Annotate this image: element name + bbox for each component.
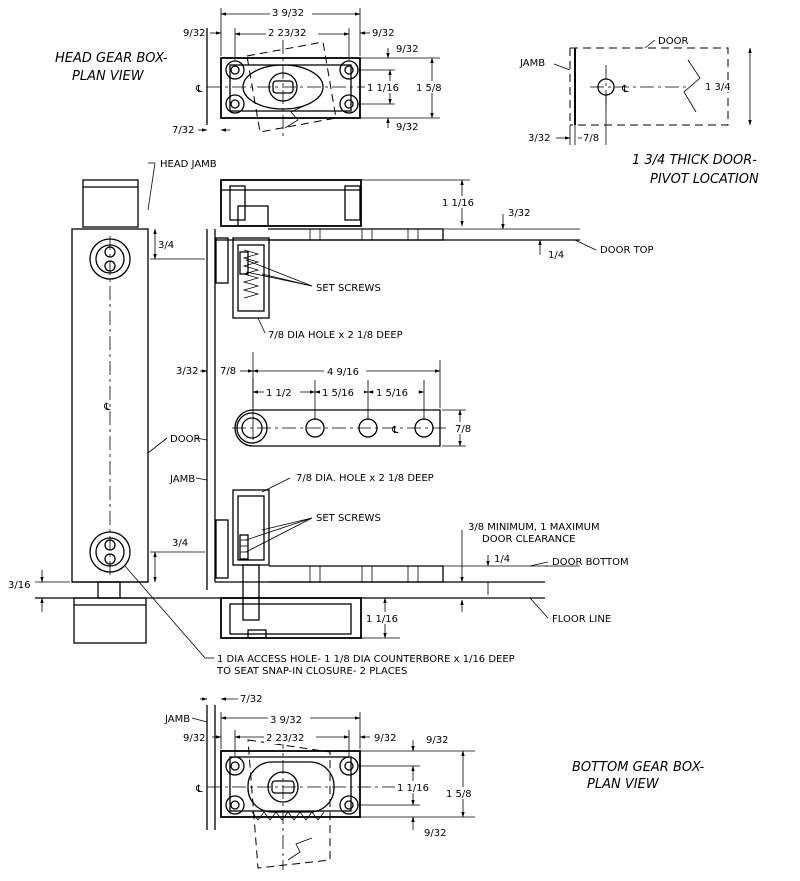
- head-plan-inner-dim: 2 23/32: [268, 28, 306, 39]
- head-plan-overall-dim: 3 9/32: [272, 8, 304, 19]
- dim-1-4-top: 1/4: [548, 250, 564, 261]
- bottom-plan-bottom-offset: 9/32: [424, 828, 446, 839]
- arm-cl-symbol: ℄: [391, 425, 399, 436]
- bottom-plan-jamb-offset: 7/32: [240, 694, 262, 705]
- pivot-thickness-dim: 1 3/4: [705, 82, 731, 93]
- bottom-gear-box-subtitle: PLAN VIEW: [587, 777, 660, 792]
- head-plan-jamb-offset: 7/32: [172, 125, 194, 136]
- dim-3-32-side: 3/32: [176, 366, 198, 377]
- arm-overall-dim: 4 9/16: [327, 367, 359, 378]
- bottom-plan-cl-symbol: ℄: [195, 784, 203, 795]
- clearance-label-1: 3/8 MINIMUM, 1 MAXIMUM: [468, 522, 600, 533]
- jamb-label: JAMB: [169, 474, 195, 485]
- head-plan-cl-symbol: ℄: [195, 84, 203, 95]
- bottom-gear-box-plan: JAMB 7/32 ℄ 3 9/32 2 23/32 9/32 9/32: [164, 694, 480, 870]
- door-thick-subtitle: PIVOT LOCATION: [650, 172, 759, 187]
- arm-dim-b: 1 5/16: [322, 388, 354, 399]
- bottom-gear-box-title: BOTTOM GEAR BOX-: [572, 760, 704, 775]
- bottom-plan-top-offset: 9/32: [426, 735, 448, 746]
- pivot-offset-dim: 7/8: [583, 133, 599, 144]
- dim-3-4-top: 3/4: [158, 240, 174, 251]
- access-hole-label-1: 1 DIA ACCESS HOLE- 1 1/8 DIA COUNTERBORE…: [217, 654, 515, 665]
- door-label: DOOR: [170, 434, 200, 445]
- head-plan-bottom-offset: 9/32: [396, 122, 418, 133]
- arm-dim-c: 1 5/16: [376, 388, 408, 399]
- arm-plan: ℄ 4 9/16 1 1/2 1 5/16 1 5/16 7/8: [232, 360, 478, 447]
- dim-1-4-bottom: 1/4: [494, 554, 510, 565]
- door-bottom-label: DOOR BOTTOM: [552, 557, 629, 568]
- floor-line-label: FLOOR LINE: [552, 614, 611, 625]
- bottom-plan-left-edge: 9/32: [183, 733, 205, 744]
- head-gear-box-plan: ℄ 3 9/32 2 23/32 9/32 9/32 9/32 9/32 1 1…: [172, 4, 450, 140]
- pivot-location-plan: ℄ DOOR JAMB 1 3/4 3/32 7/8: [519, 36, 752, 145]
- set-screws-top-label: SET SCREWS: [316, 283, 381, 294]
- elevation-view: HEAD JAMB ℄ DOOR 3/4 JAMB: [8, 159, 654, 677]
- door-cl-symbol: ℄: [103, 402, 111, 413]
- head-plan-right-edge: 9/32: [372, 28, 394, 39]
- head-jamb-label: HEAD JAMB: [160, 159, 217, 170]
- head-plan-left-edge: 9/32: [183, 28, 205, 39]
- arm-width-dim: 7/8: [455, 424, 471, 435]
- head-gear-box-title: HEAD GEAR BOX-: [55, 51, 168, 66]
- dim-3-16: 3/16: [8, 580, 30, 591]
- head-plan-depth-inner: 1 1/16: [367, 83, 399, 94]
- pivot-door-label: DOOR: [658, 36, 688, 47]
- bottom-plan-overall-dim: 3 9/32: [270, 715, 302, 726]
- bottom-plan-jamb-label: JAMB: [164, 714, 190, 725]
- door-top-label: DOOR TOP: [600, 245, 654, 256]
- head-gear-box-subtitle: PLAN VIEW: [72, 69, 145, 84]
- dim-3-4-bottom: 3/4: [172, 538, 188, 549]
- pivot-cl-symbol: ℄: [621, 84, 629, 95]
- pivot-gap-dim: 3/32: [528, 133, 550, 144]
- hole-top-label: 7/8 DIA HOLE x 2 1/8 DEEP: [268, 330, 403, 341]
- bottom-plan-inner-dim: 2 23/32: [266, 733, 304, 744]
- bottom-plan-depth-inner: 1 1/16: [397, 783, 429, 794]
- bottom-plan-depth-overall: 1 5/8: [446, 789, 472, 800]
- hole-bottom-label: 7/8 DIA. HOLE x 2 1/8 DEEP: [296, 473, 434, 484]
- access-hole-label-2: TO SEAT SNAP-IN CLOSURE- 2 PLACES: [216, 666, 407, 677]
- dim-1-1-16-top: 1 1/16: [442, 198, 474, 209]
- dim-3-32-top: 3/32: [508, 208, 530, 219]
- dim-7-8-side: 7/8: [220, 366, 236, 377]
- arm-dim-a: 1 1/2: [266, 388, 292, 399]
- bottom-plan-right-edge: 9/32: [374, 733, 396, 744]
- door-thick-title: 1 3/4 THICK DOOR-: [632, 153, 757, 168]
- set-screws-bottom-label: SET SCREWS: [316, 513, 381, 524]
- dim-1-1-16-bottom: 1 1/16: [366, 614, 398, 625]
- head-plan-depth-overall: 1 5/8: [416, 83, 442, 94]
- pivot-jamb-label: JAMB: [519, 58, 545, 69]
- clearance-label-2: DOOR CLEARANCE: [482, 534, 575, 545]
- head-plan-top-offset: 9/32: [396, 44, 418, 55]
